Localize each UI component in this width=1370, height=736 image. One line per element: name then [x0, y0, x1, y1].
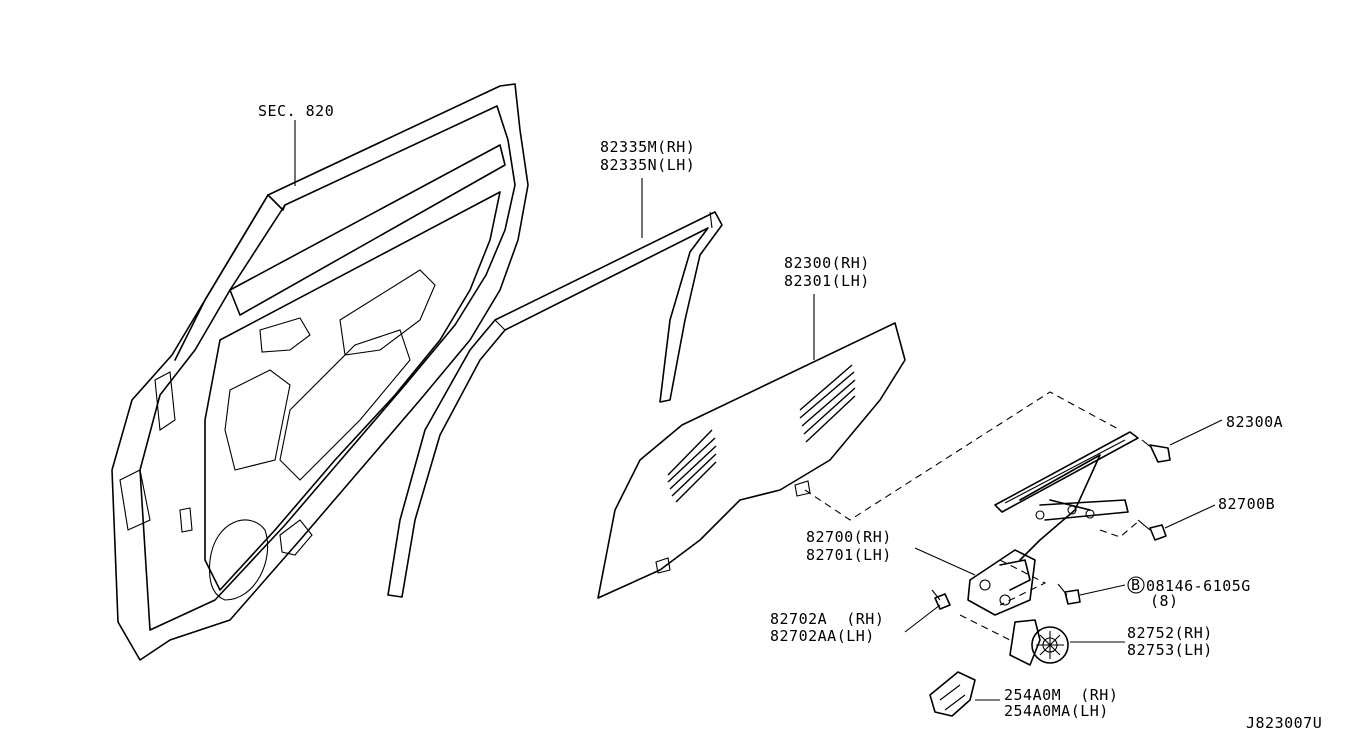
glass-hatch-right — [799, 364, 856, 443]
clip-82702a — [904, 589, 951, 633]
door-panel — [111, 83, 529, 661]
diagram-id: J823007U — [1246, 714, 1322, 732]
label-bolt-qty: (8) — [1150, 592, 1179, 610]
label-clip-lh: 82702AA(LH) — [770, 627, 875, 645]
b-circle-icon — [1127, 576, 1145, 594]
control-module — [929, 671, 1000, 717]
label-bolt-pn: 08146-6105G — [1146, 577, 1251, 595]
label-motor-lh: 82753(LH) — [1127, 641, 1213, 659]
window-regulator — [914, 431, 1139, 616]
label-regulator-rh: 82700(RH) — [806, 528, 892, 546]
label-sash-lh: 82335N(LH) — [600, 156, 695, 174]
label-module-rh: 254A0M (RH) — [1004, 686, 1118, 704]
label-bolt-prefix: B — [1131, 576, 1141, 594]
door-glass — [597, 294, 906, 599]
regulator-motor — [1009, 619, 1125, 666]
bolt-08146 — [1057, 576, 1145, 605]
label-motor-rh: 82752(RH) — [1127, 624, 1213, 642]
label-module-lh: 254A0MA(LH) — [1004, 702, 1109, 720]
label-glass-lh: 82301(LH) — [784, 272, 870, 290]
label-nut-82700b: 82700B — [1218, 495, 1275, 513]
label-regulator-lh: 82701(LH) — [806, 546, 892, 564]
label-sash-rh: 82335M(RH) — [600, 138, 695, 156]
label-clip-rh: 82702A (RH) — [770, 610, 884, 628]
label-glass-rh: 82300(RH) — [784, 254, 870, 272]
glass-hatch-left — [667, 429, 717, 503]
nut-82700b — [1137, 504, 1216, 541]
bolt-82300a — [1141, 419, 1223, 463]
glass-run-sash — [387, 178, 723, 598]
label-bolt-82300a: 82300A — [1226, 413, 1283, 431]
label-sec-820: SEC. 820 — [258, 102, 334, 120]
